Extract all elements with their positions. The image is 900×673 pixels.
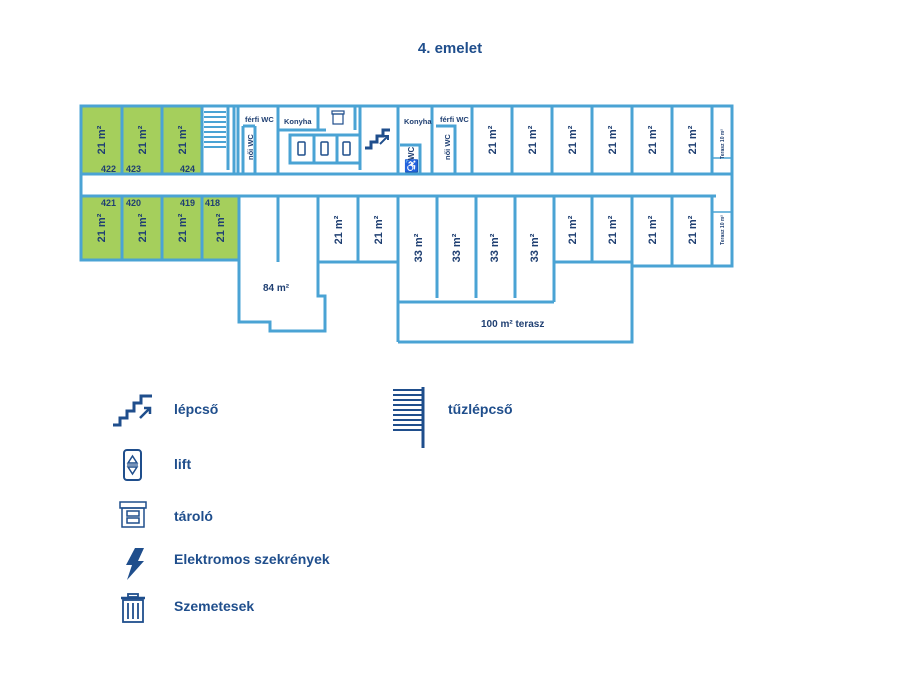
konyha-right-label: Konyha <box>404 117 432 126</box>
outer-wall-left <box>79 106 239 262</box>
accessible-icon: ♿ <box>404 159 419 173</box>
legend-label: tűzlépcső <box>448 401 513 417</box>
room-423-number: 423 <box>126 164 141 174</box>
legend-storage-icon <box>119 501 147 528</box>
lift-icons <box>297 141 351 156</box>
stairs-icon <box>365 128 390 150</box>
terasz-bottom-label: Terasz 10 m² <box>720 215 726 245</box>
room-422-number: 422 <box>101 164 116 174</box>
room-418-number: 418 <box>205 198 220 208</box>
room-33-area: 33 m² <box>413 233 425 262</box>
room-area: 21 m² <box>527 125 539 154</box>
legend-trash-icon <box>121 593 145 623</box>
room-424-area: 21 m² <box>177 125 189 154</box>
storage-icon <box>331 110 345 125</box>
legend-lift-icon <box>123 449 142 481</box>
room-area: 21 m² <box>567 125 579 154</box>
lift-icon <box>320 141 329 156</box>
room-421-number: 421 <box>101 198 116 208</box>
rented-rooms <box>79 104 241 262</box>
lift-icon <box>297 141 306 156</box>
room-419[interactable] <box>160 194 204 262</box>
room-421-area: 21 m² <box>96 213 108 242</box>
legend-item-stairs: lépcső <box>174 401 218 417</box>
terasz-100-label: 100 m² terasz <box>481 319 544 330</box>
noi-wc-left-label: női WC <box>246 134 255 160</box>
lift-icon <box>342 141 351 156</box>
room-area: 21 m² <box>647 215 659 244</box>
room-423-area: 21 m² <box>137 125 149 154</box>
room-33-area: 33 m² <box>529 233 541 262</box>
legend-item-electrical: Elektromos szekrények <box>174 551 330 567</box>
legend-lightning-icon <box>126 548 144 580</box>
legend-label: Szemetesek <box>174 598 255 614</box>
room-area: 21 m² <box>333 215 345 244</box>
ferfi-wc-left-label: férfi WC <box>245 115 274 124</box>
room-419-area: 21 m² <box>177 213 189 242</box>
legend-label: tároló <box>174 508 213 524</box>
floor-title: 4. emelet <box>417 40 483 57</box>
room-area: 21 m² <box>487 125 499 154</box>
room-84-walls <box>237 196 327 333</box>
legend-item-storage: tároló <box>174 508 213 524</box>
room-418[interactable] <box>200 194 241 262</box>
room-area: 21 m² <box>607 215 619 244</box>
legend-item-lift: lift <box>174 456 191 472</box>
accessible-wc-label: WC <box>407 146 416 160</box>
room-area: 21 m² <box>567 215 579 244</box>
terasz-top-label: Terasz 10 m² <box>720 129 726 159</box>
ferfi-wc-right-label: férfi WC <box>440 115 469 124</box>
legend-label: lift <box>174 456 192 472</box>
room-422-area: 21 m² <box>96 125 108 154</box>
legend-stairs-icon <box>113 394 152 427</box>
room-419-number: 419 <box>180 198 195 208</box>
room-420-area: 21 m² <box>137 213 149 242</box>
room-420-number: 420 <box>126 198 141 208</box>
room-area: 21 m² <box>687 215 699 244</box>
room-424-number: 424 <box>180 164 195 174</box>
noi-wc-right-label: női WC <box>443 134 452 160</box>
fire-escape-stairs <box>200 104 236 176</box>
legend-label: Elektromos szekrények <box>174 551 330 567</box>
room-area: 21 m² <box>647 125 659 154</box>
room-area: 21 m² <box>687 125 699 154</box>
room-area: 21 m² <box>373 215 385 244</box>
outer-wall-top <box>81 104 734 268</box>
konyha-left-label: Konyha <box>284 117 312 126</box>
room-418-area: 21 m² <box>215 213 227 242</box>
legend-fire-escape-icon <box>393 387 425 448</box>
room-84-area: 84 m² <box>263 283 290 294</box>
legend-item-trash: Szemetesek <box>174 598 254 614</box>
legend-item-fire-escape: tűzlépcső <box>448 401 513 417</box>
legend-label: lépcső <box>174 401 219 417</box>
room-33-area: 33 m² <box>451 233 463 262</box>
room-33-area: 33 m² <box>489 233 501 262</box>
room-area: 21 m² <box>607 125 619 154</box>
